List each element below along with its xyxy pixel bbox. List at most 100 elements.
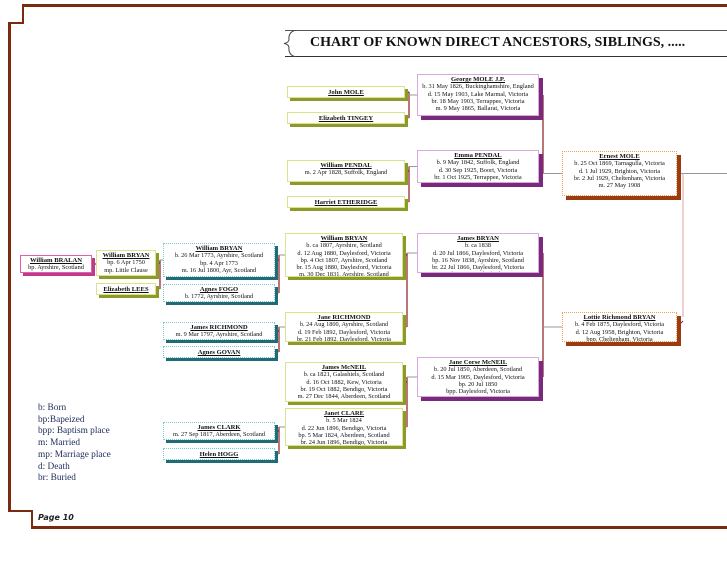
person-box[interactable]: Elizabeth LEES (96, 283, 156, 295)
person-detail: d. 1 Jul 1929, Brighton, Victoria (578, 167, 661, 175)
person-detail: mp. Little Clause (104, 266, 148, 274)
legend-item: d: Death (38, 461, 70, 472)
person-name: Harriet ETHERIDGE (314, 199, 378, 206)
page-border-bottom (31, 526, 727, 529)
person-detail: bp. 16 Nov 1838, Ayrshire, Scotland (432, 256, 524, 264)
person-detail: d. 12 Aug 1958, Brighton, Victoria (575, 328, 664, 336)
person-detail: b. 26 Mar 1773, Ayrshire, Scotland (174, 252, 264, 260)
person-box[interactable]: Helen HOGG (163, 448, 275, 460)
person-name: John MOLE (328, 89, 364, 96)
person-detail: b. 9 May 1842, Suffolk, England (436, 159, 520, 167)
legend-item: br: Buried (38, 473, 76, 484)
page-border-left (8, 22, 11, 512)
person-name: Agnes FOGO (199, 286, 239, 293)
person-detail: br. 22 Jul 1866, Daylesford, Victoria (432, 264, 524, 272)
person-name: James CLARK (197, 424, 241, 431)
person-detail: d. 15 May 1903, Lake Marmal, Victoria (427, 90, 529, 98)
person-name: William BRYAN (102, 252, 150, 259)
person-detail: d. 12 Aug 1880, Daylesford, Victoria (297, 249, 391, 257)
person-detail: b. 31 May 1826, Buckinghamshire, England (422, 83, 534, 91)
person-name: William PENDAL (320, 162, 372, 169)
person-box[interactable]: George MOLE J.P.b. 31 May 1826, Buckingh… (417, 74, 539, 116)
person-detail: b. ca 1821, Galashiels, Scotland (303, 371, 385, 379)
chart-title: CHART OF KNOWN DIRECT ANCESTORS, SIBLING… (310, 35, 686, 50)
person-detail: m. 9 Feb 1872, Daylesford, Victoria (420, 271, 536, 272)
person-box[interactable]: Agnes GOVAN (163, 346, 275, 358)
person-detail: br. 24 Jun 1896, Bendigo, Victoria (300, 439, 388, 446)
page-border-notch-left (8, 22, 24, 24)
person-box[interactable]: John MOLE (287, 86, 405, 98)
person-detail: m. 9 May 1865, Ballarat, Victoria (435, 105, 521, 113)
person-detail: m. 27 Sep 1817, Aberdeen, Scotland (173, 431, 265, 439)
person-detail: bp. 6 Apr 1750 (107, 259, 145, 267)
page-border-notch-top (22, 4, 24, 24)
person-detail: bp. Ayrshire, Scotland (28, 264, 84, 272)
person-name: James BRYAN (457, 235, 499, 242)
person-detail: d. 16 Oct 1882, Kew, Victoria (306, 378, 382, 386)
person-detail: br. 2 Jul 1929, Cheltenham, Victoria (573, 174, 666, 182)
person-detail: d. 19 Feb 1892, Daylesford, Victoria (297, 328, 391, 336)
person-detail: b. 24 Aug 1800, Ayrshire, Scotland (299, 321, 389, 329)
person-detail: b. 25 Oct 1869, Tarnagulla, Victoria (574, 160, 665, 168)
person-name: Ernest MOLE (599, 153, 640, 160)
legend-item: bpp: Baptism place (38, 426, 110, 437)
brace-icon (283, 30, 297, 57)
person-box[interactable]: Elizabeth TINGEY (287, 112, 405, 124)
person-name: James RICHMOND (190, 324, 248, 331)
person-detail: b. ca 1807, Ayrshire, Scotland (306, 242, 382, 250)
person-name: Jane Corse McNEIL (448, 359, 508, 366)
person-detail: bp. 4 Apr 1773 (200, 259, 238, 267)
person-detail: m. 2 Apr 1828, Suffolk, England (304, 169, 388, 177)
person-detail: bpp. Daylesford, Victoria (446, 388, 510, 396)
page-border-notch-bottom (8, 510, 33, 512)
chart-title-banner: CHART OF KNOWN DIRECT ANCESTORS, SIBLING… (283, 30, 727, 57)
person-name: Emma PENDAL (454, 152, 502, 159)
person-detail: br. 15 Aug 1880, Daylesford, Victoria (296, 264, 392, 272)
legend-item: bp:Bapeized (38, 414, 85, 425)
person-name: James McNEIL (321, 364, 367, 371)
person-detail: br. 19 Oct 1882, Bendigo, Victoria (300, 385, 388, 393)
person-detail: bp. 20 Jul 1850 (458, 380, 498, 388)
person-detail: b. 5 Mar 1824 (326, 417, 362, 425)
person-detail: m. 16 Jul 1800, Ayr, Scotland (181, 266, 257, 274)
person-detail: b. 4 Feb 1875, Daylesford, Victoria (574, 321, 665, 329)
person-name: William BRYAN (320, 235, 368, 242)
person-box[interactable]: Harriet ETHERIDGE (287, 196, 405, 208)
abbreviation-legend: b: Born bp:Bapeized bpp: Baptism place m… (38, 403, 111, 485)
person-detail: bp. 4 Oct 1807, Ayrshire, Scotland (300, 256, 388, 264)
legend-item: mp: Marriage place (38, 449, 111, 460)
page-border-top (22, 4, 727, 7)
person-detail: d. 20 Jul 1866, Daylesford, Victoria (432, 249, 524, 257)
person-detail: b. 20 Jul 1850, Aberdeen, Scotland (433, 366, 523, 374)
person-name: Lottie Richmond BRYAN (583, 314, 656, 321)
person-detail: m. 27 Dec 1844, Aberdeen, Scotland (297, 393, 391, 401)
person-name: Elizabeth LEES (103, 286, 149, 293)
person-detail: d. 15 Mar 1905, Daylesford, Victoria (431, 373, 525, 381)
legend-item: b: Born (38, 403, 67, 413)
legend-item: m: Married (38, 438, 81, 449)
person-detail: m. 27 May 1908 (598, 182, 641, 190)
person-detail: b. 1772, Ayrshire, Scotland (184, 293, 254, 301)
page-border-notch-bottom-v (31, 510, 33, 528)
person-detail: b. ca 1838 (464, 242, 492, 250)
person-detail: m. 9 Mar 1797, Ayrshire, Scotland (175, 331, 263, 339)
person-name: William BRYAN (195, 245, 243, 252)
person-detail: bpp. Cheltenham, Victoria (586, 335, 653, 342)
